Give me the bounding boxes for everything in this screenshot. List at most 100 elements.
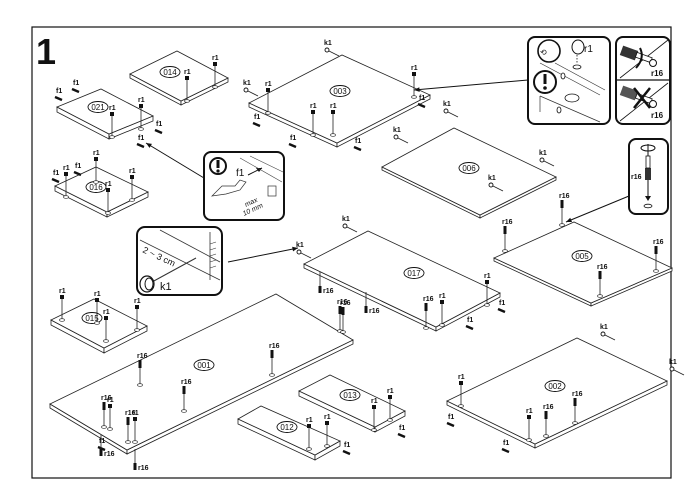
fastener-r16: r16 bbox=[597, 264, 608, 298]
f1-label: f1 bbox=[73, 80, 79, 87]
r1-label: r1 bbox=[93, 150, 100, 157]
r1-label: r1 bbox=[306, 417, 313, 424]
part-id-oval bbox=[276, 421, 298, 433]
r1-label: r1 bbox=[109, 105, 116, 112]
panel-016: 016 bbox=[54, 166, 149, 218]
part-id-label: 014 bbox=[163, 68, 177, 77]
callout-r16-insert: r16 bbox=[628, 138, 669, 215]
part-id-oval bbox=[571, 250, 593, 262]
k1-label: k1 bbox=[243, 80, 251, 87]
fastener-r1: r1 bbox=[484, 273, 491, 307]
r16-label: r16 bbox=[125, 410, 136, 417]
fastener-f1: f1 bbox=[446, 414, 455, 428]
r1-label: r1 bbox=[103, 309, 110, 316]
fastener-k1: k1 bbox=[296, 242, 312, 259]
r16-label: r16 bbox=[559, 193, 570, 200]
panel-top-face bbox=[493, 221, 673, 304]
fastener-f1: f1 bbox=[97, 438, 106, 452]
r16-label: r16 bbox=[572, 391, 583, 398]
f1-label: f1 bbox=[75, 163, 81, 170]
fastener-r1: r1 bbox=[212, 55, 219, 89]
fastener-r1: r1 bbox=[59, 288, 66, 322]
fastener-r1: r1 bbox=[324, 414, 331, 448]
fastener-k1: k1 bbox=[393, 127, 409, 144]
leader-arrow bbox=[413, 79, 529, 92]
r1-label: r1 bbox=[63, 165, 70, 172]
r1-label: r1 bbox=[132, 410, 139, 417]
r1-label: r1 bbox=[107, 397, 114, 404]
part-id-oval bbox=[193, 359, 215, 371]
fastener-r1: r1 bbox=[411, 65, 418, 99]
f1-label: f1 bbox=[344, 442, 350, 449]
r1-label: r1 bbox=[94, 291, 101, 298]
fastener-r1: r1 bbox=[265, 81, 272, 115]
fastener-r16: r16 bbox=[572, 391, 583, 425]
r1-label: r1 bbox=[105, 181, 112, 188]
k1-label: k1 bbox=[393, 127, 401, 134]
panel-014: 014 bbox=[129, 50, 229, 106]
r1-label: r1 bbox=[330, 103, 337, 110]
r1-label: r1 bbox=[484, 273, 491, 280]
panel-top-face bbox=[56, 88, 154, 135]
leader-arrow bbox=[145, 142, 205, 179]
fastener-r1: r1 bbox=[526, 408, 533, 442]
k1-label: k1 bbox=[669, 359, 677, 366]
f1-label: f1 bbox=[99, 438, 105, 445]
part-id-oval bbox=[403, 267, 425, 279]
fastener-f1: f1 bbox=[353, 138, 362, 152]
r16-label: r16 bbox=[340, 300, 351, 307]
f1-label: f1 bbox=[499, 300, 505, 307]
f1-label: f1 bbox=[53, 170, 59, 177]
r1-label: r1 bbox=[59, 288, 66, 295]
k1-label: k1 bbox=[600, 324, 608, 331]
f1-label: f1 bbox=[419, 95, 425, 102]
panel-top-face bbox=[298, 374, 406, 428]
r16-label: r16 bbox=[181, 379, 192, 386]
fastener-r1: r1 bbox=[94, 291, 101, 325]
k1-label: k1 bbox=[342, 216, 350, 223]
fastener-r1: r1 bbox=[310, 103, 317, 137]
panel-top-face bbox=[129, 50, 229, 102]
fastener-k1: k1 bbox=[324, 40, 340, 57]
r1-label: r1 bbox=[526, 408, 533, 415]
panel-021: 021 bbox=[56, 88, 154, 140]
fastener-r16: r16 bbox=[318, 272, 334, 295]
f1-label: f1 bbox=[236, 168, 245, 179]
r16-label: r16 bbox=[323, 288, 334, 295]
f1-label: f1 bbox=[56, 88, 62, 95]
f1-label: f1 bbox=[467, 317, 473, 324]
fastener-f1: f1 bbox=[73, 163, 82, 177]
part-id-oval bbox=[159, 66, 181, 78]
r16-label: r16 bbox=[369, 308, 380, 315]
f1-label: f1 bbox=[290, 135, 296, 142]
fastener-r16: r16 bbox=[101, 395, 112, 429]
r1-label: r1 bbox=[212, 55, 219, 62]
fastener-k1: k1 bbox=[443, 101, 459, 118]
leader-arrow bbox=[565, 195, 630, 223]
fastener-k1: k1 bbox=[600, 324, 616, 341]
panel-002: 002 bbox=[446, 337, 668, 449]
k1-label: k1 bbox=[160, 281, 172, 293]
fastener-f1: f1 bbox=[154, 121, 163, 135]
fastener-f1: f1 bbox=[397, 425, 406, 439]
r16-label: r16 bbox=[543, 404, 554, 411]
fastener-r1: r1 bbox=[134, 298, 141, 332]
fastener-f1: f1 bbox=[288, 135, 297, 149]
fastener-r16: r16 bbox=[137, 353, 148, 387]
fastener-r16: r16 bbox=[340, 300, 351, 334]
r1-orientation-icon: ⟲ bbox=[540, 48, 547, 57]
fastener-f1: f1 bbox=[54, 88, 63, 102]
r16-label-top: r16 bbox=[651, 69, 664, 78]
fastener-f1: f1 bbox=[501, 440, 510, 454]
fastener-r1: r1 bbox=[107, 397, 114, 431]
fastener-f1: f1 bbox=[252, 114, 261, 128]
fastener-r16: r16 bbox=[133, 449, 149, 472]
panel-top-face bbox=[303, 230, 501, 328]
fastener-r16: r16 bbox=[269, 343, 280, 377]
part-id-label: 012 bbox=[280, 423, 294, 432]
fastener-r1: r1 bbox=[330, 103, 337, 137]
r16-label: r16 bbox=[337, 299, 348, 306]
callout-r1-detail: ⟲ r1 bbox=[527, 36, 611, 125]
